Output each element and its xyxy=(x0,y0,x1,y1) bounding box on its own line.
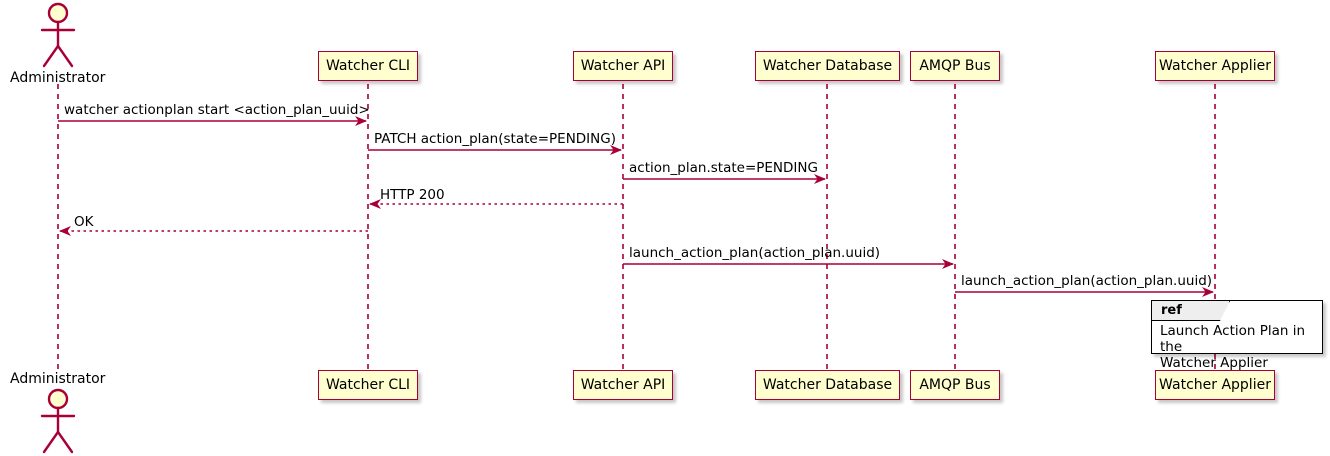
message-arrows-group xyxy=(58,116,1214,297)
ref-frame-tab-label: ref xyxy=(1161,303,1182,318)
lifelines-group xyxy=(57,84,1216,369)
message-label-5: OK xyxy=(74,214,94,230)
actor-label-top-administrator: Administrator xyxy=(10,70,106,86)
ref-frame-body-line: Watcher Applier xyxy=(1160,355,1268,371)
participant-box-top-watcher-applier[interactable]: Watcher Applier xyxy=(1155,51,1275,81)
participant-box-top-amqp-bus[interactable]: AMQP Bus xyxy=(910,51,1000,81)
actor-figure-top-administrator xyxy=(40,2,76,68)
participant-box-bottom-watcher-cli[interactable]: Watcher CLI xyxy=(318,370,418,400)
participant-box-bottom-amqp-bus[interactable]: AMQP Bus xyxy=(910,370,1000,400)
message-label-4: HTTP 200 xyxy=(380,187,445,203)
participant-box-bottom-watcher-api[interactable]: Watcher API xyxy=(573,370,673,400)
message-label-7: launch_action_plan(action_plan.uuid) xyxy=(961,273,1213,289)
message-label-6: launch_action_plan(action_plan.uuid) xyxy=(629,245,881,261)
ref-frame: ref Launch Action Plan in the Watcher Ap… xyxy=(1151,300,1323,371)
participant-box-top-watcher-cli[interactable]: Watcher CLI xyxy=(318,51,418,81)
participant-box-top-watcher-api[interactable]: Watcher API xyxy=(573,51,673,81)
message-label-1: watcher actionplan start <action_plan_uu… xyxy=(64,102,370,118)
ref-frame-body-line: Launch Action Plan in the xyxy=(1160,323,1306,355)
actor-figure-bottom-administrator xyxy=(40,388,76,454)
actor-label-bottom-administrator: Administrator xyxy=(10,371,106,387)
participant-box-bottom-watcher-applier[interactable]: Watcher Applier xyxy=(1155,370,1275,400)
participant-box-top-watcher-database[interactable]: Watcher Database xyxy=(755,51,900,81)
actor-figures-group xyxy=(40,2,76,454)
message-label-2: PATCH action_plan(state=PENDING) xyxy=(374,131,616,147)
message-label-3: action_plan.state=PENDING xyxy=(629,160,818,176)
participant-box-bottom-watcher-database[interactable]: Watcher Database xyxy=(755,370,900,400)
ref-frame-body: Launch Action Plan in the Watcher Applie… xyxy=(1160,323,1322,371)
